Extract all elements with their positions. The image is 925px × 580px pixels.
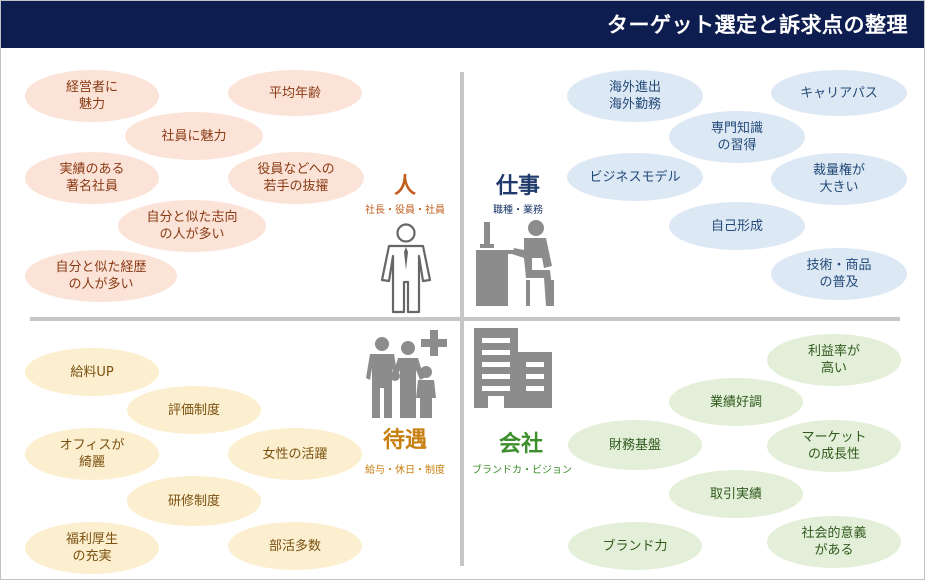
page-title: ターゲット選定と訴求点の整理 xyxy=(607,13,908,37)
bubble-company-4: マーケット の成長性 xyxy=(767,420,901,472)
bubble-work-6: 自己形成 xyxy=(669,202,805,250)
bubble-work-1: 海外進出 海外勤務 xyxy=(567,70,703,122)
quadrant-title-benefit: 待遇 xyxy=(382,428,427,453)
quadrant-title-person: 人 xyxy=(393,174,416,199)
building-icon xyxy=(474,328,552,408)
office-worker-icon xyxy=(476,220,554,306)
bubble-company-6: ブランド力 xyxy=(568,522,702,570)
bubble-work-4: ビジネスモデル xyxy=(567,153,703,201)
quadrant-subtitle-person: 社長・役員・社員 xyxy=(365,205,445,216)
quadrant-subtitle-company: ブランドカ・ビジョン xyxy=(472,465,572,476)
bubble-benefit-4: 女性の活躍 xyxy=(228,428,362,480)
bubble-work-5: 裁量権が 大きい xyxy=(771,153,907,205)
quadrant-title-company: 会社 xyxy=(498,432,543,457)
bubble-benefit-3: オフィスが 綺麗 xyxy=(25,428,159,480)
bubble-work-2: キャリアパス xyxy=(771,70,907,116)
bubble-benefit-6: 福利厚生 の充実 xyxy=(25,522,159,574)
bubble-benefit-5: 研修制度 xyxy=(127,476,261,526)
quadrant-title-work: 仕事 xyxy=(495,174,540,199)
quadrant-subtitle-work: 職種・業務 xyxy=(493,205,543,216)
bubble-work-7: 技術・商品 の普及 xyxy=(771,248,907,300)
quadrant-subtitle-benefit: 給与・休日・制度 xyxy=(365,465,445,476)
bubble-company-2: 業績好調 xyxy=(669,378,803,426)
bubble-person-5: 役員などへの 若手の抜擢 xyxy=(228,152,364,204)
bubble-person-3: 社員に魅力 xyxy=(125,112,263,160)
bubble-company-3: 財務基盤 xyxy=(568,420,702,470)
family-icon xyxy=(366,330,447,418)
bubble-person-1: 経営者に 魅力 xyxy=(25,70,159,122)
header-bar: ターゲット選定と訴求点の整理 xyxy=(1,1,924,48)
bubble-person-6: 自分と似た志向 の人が多い xyxy=(118,200,266,252)
bubble-person-2: 平均年齢 xyxy=(228,70,362,116)
bubble-company-5: 取引実績 xyxy=(669,470,803,518)
bubble-benefit-7: 部活多数 xyxy=(228,522,362,570)
bubble-company-1: 利益率が 高い xyxy=(767,334,901,386)
bubble-company-7: 社会的意義 がある xyxy=(767,516,901,568)
bubble-benefit-2: 評価制度 xyxy=(127,386,261,434)
bubble-person-7: 自分と似た経歴 の人が多い xyxy=(25,250,177,302)
bubble-person-4: 実績のある 著名社員 xyxy=(25,152,159,204)
bubble-benefit-1: 給料UP xyxy=(25,348,159,396)
bubble-work-3: 専門知識 の習得 xyxy=(669,111,805,163)
businessman-icon xyxy=(380,223,432,314)
horizontal-axis xyxy=(30,317,900,321)
